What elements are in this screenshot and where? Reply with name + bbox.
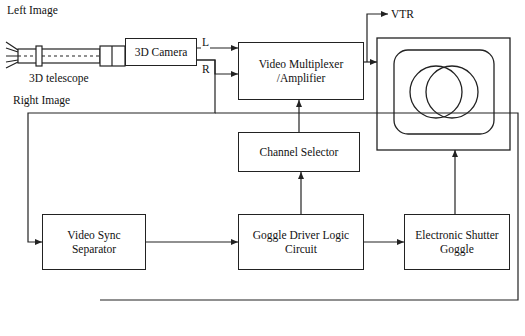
process-box: Electronic Shutter Goggle	[404, 214, 510, 270]
channel-label: R	[201, 63, 211, 76]
annotation-label: VTR	[390, 8, 415, 21]
signal-connector	[298, 100, 299, 132]
box-label: Video Sync Separator	[43, 226, 145, 259]
process-box: Goggle Driver Logic Circuit	[238, 214, 364, 270]
annotation-label: Left Image	[6, 4, 59, 17]
process-box: Video Multiplexer /Amplifier	[238, 42, 364, 100]
box-label: 3D Camera	[131, 43, 192, 61]
box-label: Electronic Shutter Goggle	[405, 226, 509, 259]
box-label: Channel Selector	[256, 143, 343, 161]
monitor-illustration	[377, 38, 510, 150]
signal-connector	[300, 172, 301, 214]
box-label: Video Multiplexer /Amplifier	[239, 55, 363, 88]
telescope-illustration	[6, 42, 125, 68]
signal-connector	[364, 241, 404, 242]
box-label: Goggle Driver Logic Circuit	[239, 226, 363, 259]
signal-wires	[100, 14, 518, 300]
process-box: Channel Selector	[238, 132, 360, 172]
annotation-label: Right Image	[12, 94, 71, 107]
channel-label: L	[201, 36, 210, 49]
annotation-label: 3D telescope	[28, 72, 90, 85]
process-box: Video Sync Separator	[42, 214, 146, 270]
process-box: 3D Camera	[125, 38, 197, 66]
signal-connector	[146, 241, 238, 242]
